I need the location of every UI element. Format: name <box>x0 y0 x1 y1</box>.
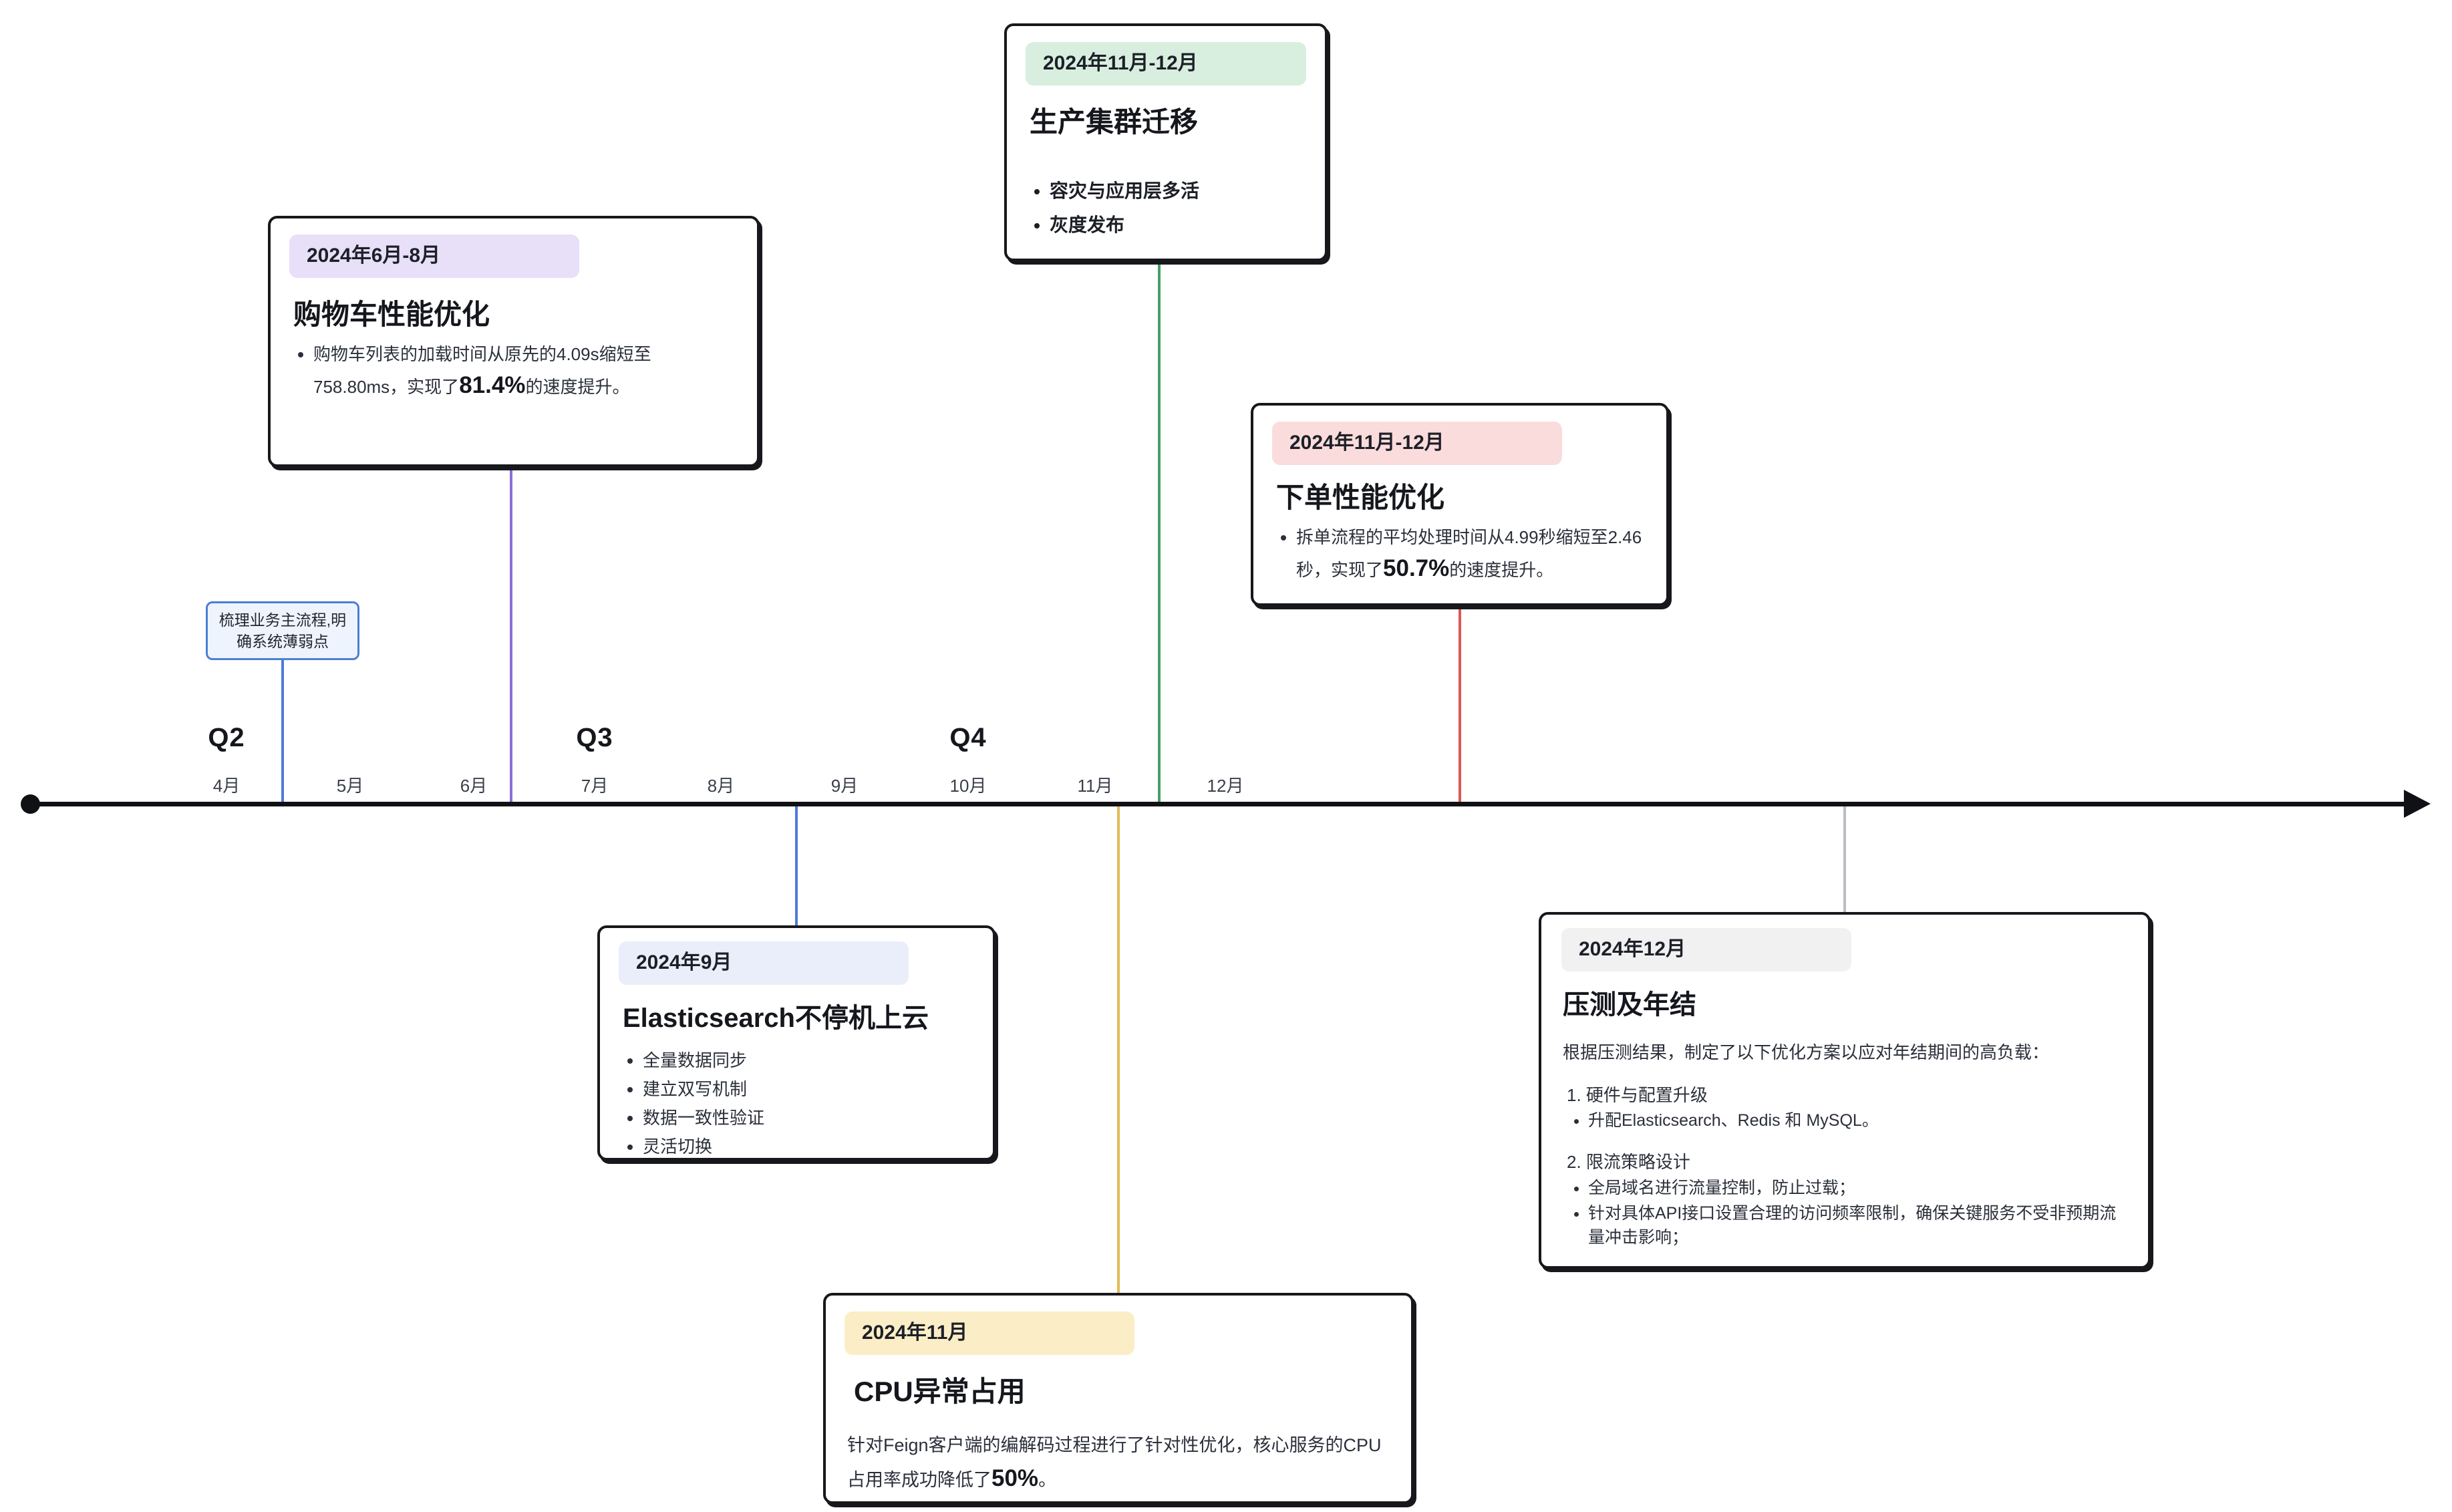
month-label-apr: 4月 <box>212 776 241 796</box>
numbered-heading: 2. 限流策略设计 <box>1567 1152 1690 1173</box>
connector-order-optimization <box>1459 605 1461 802</box>
date-badge: 2024年11月 <box>845 1312 1134 1355</box>
highlight-percentage: 50.7% <box>1383 555 1450 582</box>
event-card-elasticsearch-migration: 2024年9月 Elasticsearch不停机上云 全量数据同步 建立双写机制… <box>597 925 995 1161</box>
event-title: 压测及年结 <box>1563 990 1696 1020</box>
month-label-nov: 11月 <box>1077 776 1113 796</box>
month-label-jul: 7月 <box>581 776 609 796</box>
connector-cluster-migration <box>1158 259 1161 802</box>
highlight-percentage: 50% <box>991 1465 1039 1492</box>
month-label-dec: 12月 <box>1207 776 1244 796</box>
bullet-item: 容灾与应用层多活 <box>1050 176 1306 205</box>
bullet-list: 拆单流程的平均处理时间从4.99秒缩短至2.46秒，实现了50.7%的速度提升。 <box>1272 524 1648 587</box>
bullet-item: 全局域名进行流量控制，防止过载； <box>1588 1176 2128 1200</box>
bullet-item: 建立双写机制 <box>643 1076 974 1102</box>
bullet-list: 升配Elasticsearch、Redis 和 MySQL。 <box>1561 1108 2128 1132</box>
timeline-axis <box>28 802 2413 806</box>
quarter-label-q3: Q3 <box>576 723 613 752</box>
connector-discovery-note <box>281 658 284 802</box>
bullet-item: 灵活切换 <box>643 1134 974 1160</box>
bullet-item: 全量数据同步 <box>643 1048 974 1074</box>
body-text: 针对Feign客户端的编解码过程进行了针对性优化，核心服务的CPU占用率成功降低… <box>847 1434 1382 1491</box>
connector-yearend <box>1843 806 1846 913</box>
date-badge: 2024年12月 <box>1561 928 1851 971</box>
bullet-item: 升配Elasticsearch、Redis 和 MySQL。 <box>1588 1108 2128 1132</box>
connector-elasticsearch <box>795 806 798 927</box>
quarter-label-q4: Q4 <box>949 723 987 752</box>
date-badge: 2024年11月-12月 <box>1272 422 1562 465</box>
connector-cart-optimization <box>510 464 512 802</box>
bullet-item: 灰度发布 <box>1050 210 1306 239</box>
event-body: 针对Feign客户端的编解码过程进行了针对性优化，核心服务的CPU占用率成功降低… <box>847 1431 1392 1497</box>
bullet-item: 数据一致性验证 <box>643 1105 974 1131</box>
bullet-list: 全局域名进行流量控制，防止过载； 针对具体API接口设置合理的访问频率限制，确保… <box>1561 1176 2128 1250</box>
timeline-start-dot-icon <box>21 794 40 814</box>
event-card-cpu-usage: 2024年11月 CPU异常占用 针对Feign客户端的编解码过程进行了针对性优… <box>823 1293 1414 1504</box>
connector-cpu <box>1117 806 1120 1294</box>
event-title: CPU异常占用 <box>854 1375 1026 1407</box>
month-label-oct: 10月 <box>949 776 987 796</box>
event-card-order-optimization: 2024年11月-12月 下单性能优化 拆单流程的平均处理时间从4.99秒缩短至… <box>1251 403 1669 606</box>
note-box-text: 梳理业务主流程,明确系统薄弱点 <box>218 611 347 650</box>
event-title: Elasticsearch不停机上云 <box>623 1003 929 1033</box>
month-label-may: 5月 <box>336 776 364 796</box>
date-badge: 2024年6月-8月 <box>289 235 579 278</box>
event-title: 购物车性能优化 <box>293 298 490 330</box>
bullet-list: 购物车列表的加载时间从原先的4.09s缩短至758.80ms，实现了81.4%的… <box>289 341 738 404</box>
body-text: 。 <box>1038 1470 1057 1491</box>
month-label-jun: 6月 <box>460 776 488 796</box>
event-title: 下单性能优化 <box>1276 481 1445 513</box>
month-label-sep: 9月 <box>830 776 859 796</box>
bullet-text: 拆单流程的平均处理时间从4.99秒缩短至2.46秒，实现了 <box>1296 526 1642 581</box>
highlight-percentage: 81.4% <box>459 372 526 399</box>
bullet-text: 的速度提升。 <box>1449 560 1554 581</box>
date-badge: 2024年9月 <box>619 941 909 985</box>
bullet-list: 容灾与应用层多活 灰度发布 <box>1026 176 1306 240</box>
bullet-text: 的速度提升。 <box>525 377 630 398</box>
event-card-cluster-migration: 2024年11月-12月 生产集群迁移 容灾与应用层多活 灰度发布 <box>1004 23 1328 261</box>
timeline-end-arrow-icon <box>2404 790 2431 818</box>
event-card-stress-test-yearend: 2024年12月 压测及年结 根据压测结果，制定了以下优化方案以应对年结期间的高… <box>1539 912 2151 1269</box>
numbered-heading: 1. 硬件与配置升级 <box>1567 1084 1708 1105</box>
bullet-text: 购物车列表的加载时间从原先的4.09s缩短至758.80ms，实现了 <box>313 343 651 398</box>
event-card-cart-optimization: 2024年6月-8月 购物车性能优化 购物车列表的加载时间从原先的4.09s缩短… <box>268 216 760 467</box>
bullet-item: 购物车列表的加载时间从原先的4.09s缩短至758.80ms，实现了81.4%的… <box>313 341 738 404</box>
quarter-label-q2: Q2 <box>208 723 245 752</box>
month-label-aug: 8月 <box>707 776 735 796</box>
note-box-discovery: 梳理业务主流程,明确系统薄弱点 <box>206 601 359 660</box>
event-intro: 根据压测结果，制定了以下优化方案以应对年结期间的高负载： <box>1563 1042 2050 1062</box>
bullet-item: 拆单流程的平均处理时间从4.99秒缩短至2.46秒，实现了50.7%的速度提升。 <box>1296 524 1648 587</box>
date-badge: 2024年11月-12月 <box>1026 42 1306 86</box>
bullet-item: 针对具体API接口设置合理的访问频率限制，确保关键服务不受非预期流量冲击影响； <box>1588 1201 2128 1250</box>
bullet-list: 全量数据同步 建立双写机制 数据一致性验证 灵活切换 <box>619 1048 974 1160</box>
event-title: 生产集群迁移 <box>1030 106 1199 138</box>
